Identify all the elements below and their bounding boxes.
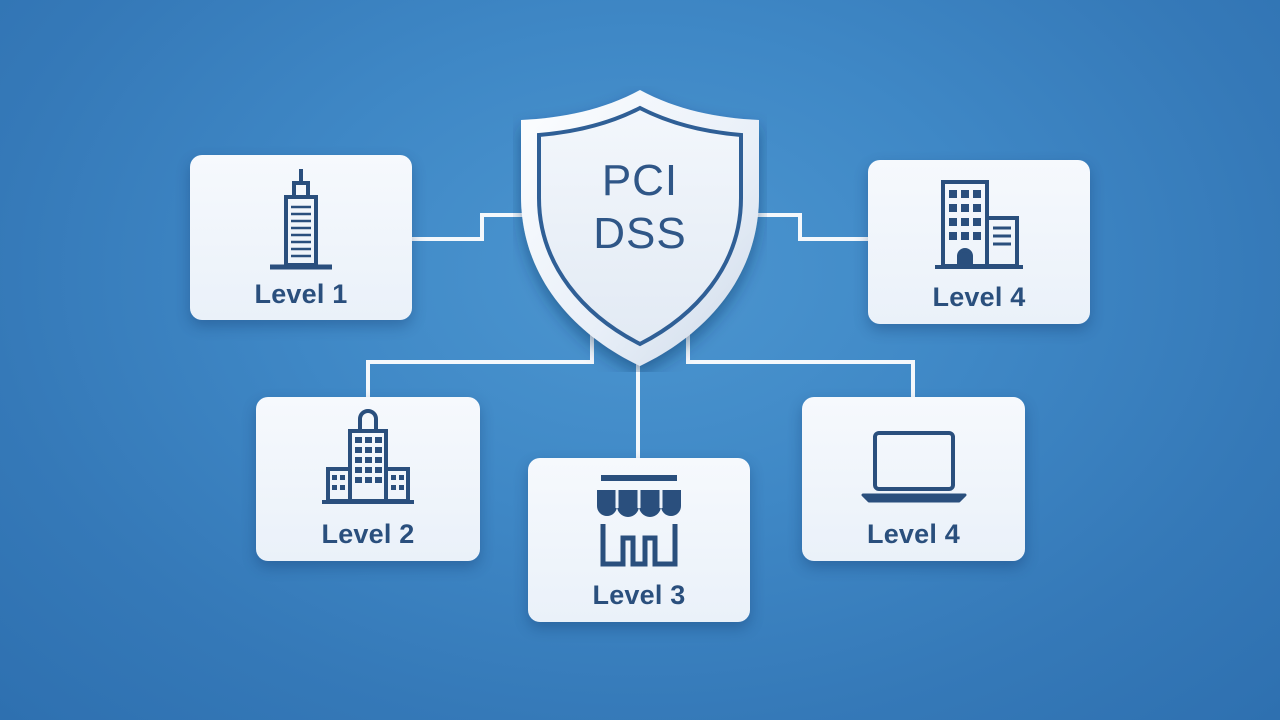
level1-label: Level 1 — [254, 279, 348, 309]
city-buildings-icon — [322, 409, 414, 504]
laptop-icon — [861, 431, 966, 503]
level4-laptop-label: Level 4 — [867, 519, 960, 549]
pci-dss-shield: PCI DSS — [513, 86, 767, 372]
level4-laptop-card: Level 4 — [802, 397, 1025, 561]
level3-card: Level 3 — [528, 458, 750, 622]
connector-level4a — [740, 213, 868, 241]
storefront-icon — [597, 475, 681, 567]
shield-icon — [521, 90, 759, 366]
connector-level1 — [412, 213, 540, 241]
level4-office-card: Level 4 — [868, 160, 1090, 324]
shield-title-line1: PCI — [601, 156, 679, 205]
office-building-icon — [935, 180, 1023, 269]
level2-card: Level 2 — [256, 397, 480, 561]
skyscraper-icon — [270, 169, 332, 270]
level4-office-label: Level 4 — [932, 282, 1026, 312]
connector-level2 — [366, 325, 594, 397]
connector-level4b — [686, 325, 915, 397]
level2-label: Level 2 — [321, 519, 415, 549]
level1-card: Level 1 — [190, 155, 412, 320]
shield-title-line2: DSS — [593, 209, 687, 258]
level3-label: Level 3 — [592, 580, 686, 610]
